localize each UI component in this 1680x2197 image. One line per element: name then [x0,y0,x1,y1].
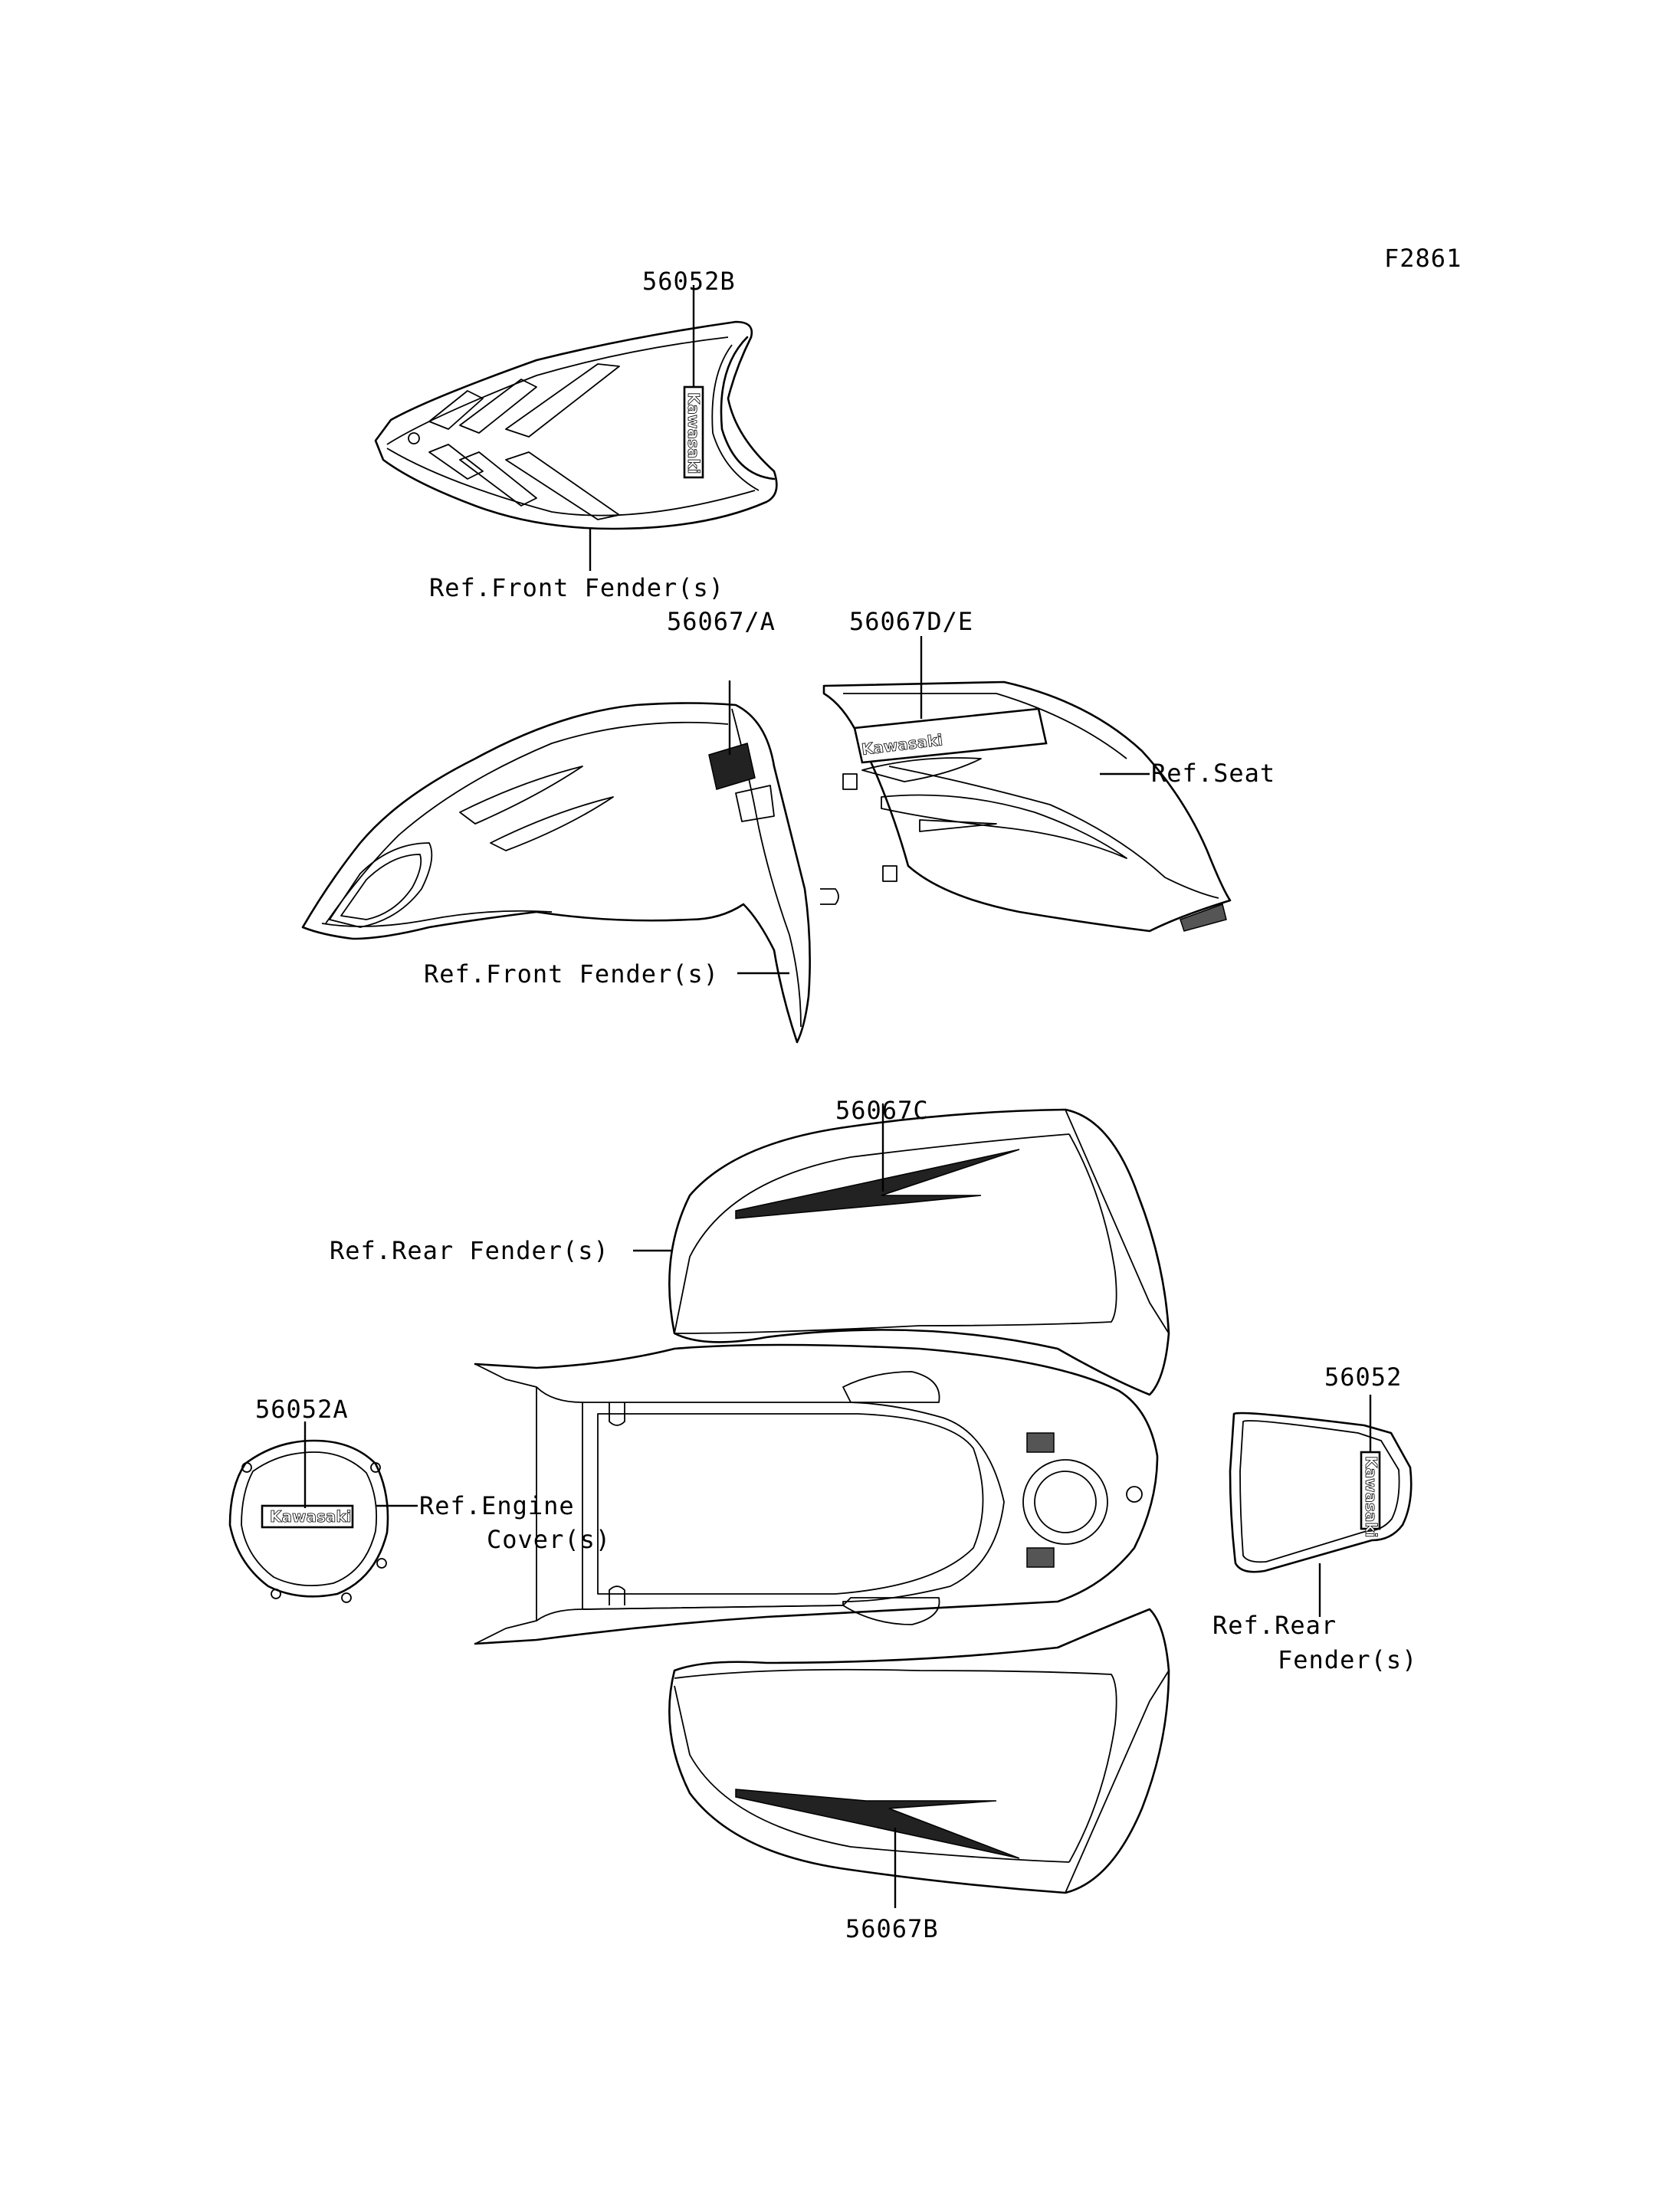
kawasaki-decal-56052A [261,1504,354,1529]
kawasaki-decal-56052B [683,385,704,479]
svg-text:Kawasaki: Kawasaki [684,392,703,474]
kawasaki-decal-56067DE [853,707,1048,764]
ref-rear-fender-small-line2: Fender(s) [1278,1645,1417,1674]
ref-rear-fender: Ref.Rear Fender(s) [330,1236,609,1265]
rear-fender [474,1108,1170,1894]
ref-front-fender-top: Ref.Front Fender(s) [429,573,724,602]
stripe-decal-56067C [735,1149,1020,1219]
rear-fender-small-panel: Kawasaki [1229,1412,1413,1573]
front-fender-side-view [301,702,839,1044]
callout-56067DE: 56067D/E [849,607,973,636]
ref-engine-cover-line1: Ref.Engine [419,1491,575,1520]
seat-side-panel: Kawasaki [822,680,1232,933]
stripe-decal-56067B [735,1789,1020,1859]
figure-code: F2861 [1384,244,1462,273]
ref-engine-cover-line2: Cover(s) [487,1525,611,1554]
callout-56067A: 56067/A [667,607,776,636]
callout-56052: 56052 [1324,1362,1402,1392]
svg-text:Kawasaki: Kawasaki [270,1507,352,1526]
front-fender-top-view: Kawasaki [374,320,778,530]
callout-56067C: 56067C [835,1096,929,1125]
ref-front-fender-mid: Ref.Front Fender(s) [424,959,719,989]
callout-56052A: 56052A [255,1395,349,1424]
ref-rear-fender-small-line1: Ref.Rear [1212,1611,1337,1640]
kawasaki-decal-56052 [1360,1451,1381,1530]
engine-cover: Kawasaki [228,1439,389,1603]
callout-56067B: 56067B [845,1914,939,1943]
callout-56052B: 56052B [642,267,736,296]
ref-seat: Ref.Seat [1151,759,1275,788]
svg-text:Kawasaki: Kawasaki [1362,1456,1380,1538]
